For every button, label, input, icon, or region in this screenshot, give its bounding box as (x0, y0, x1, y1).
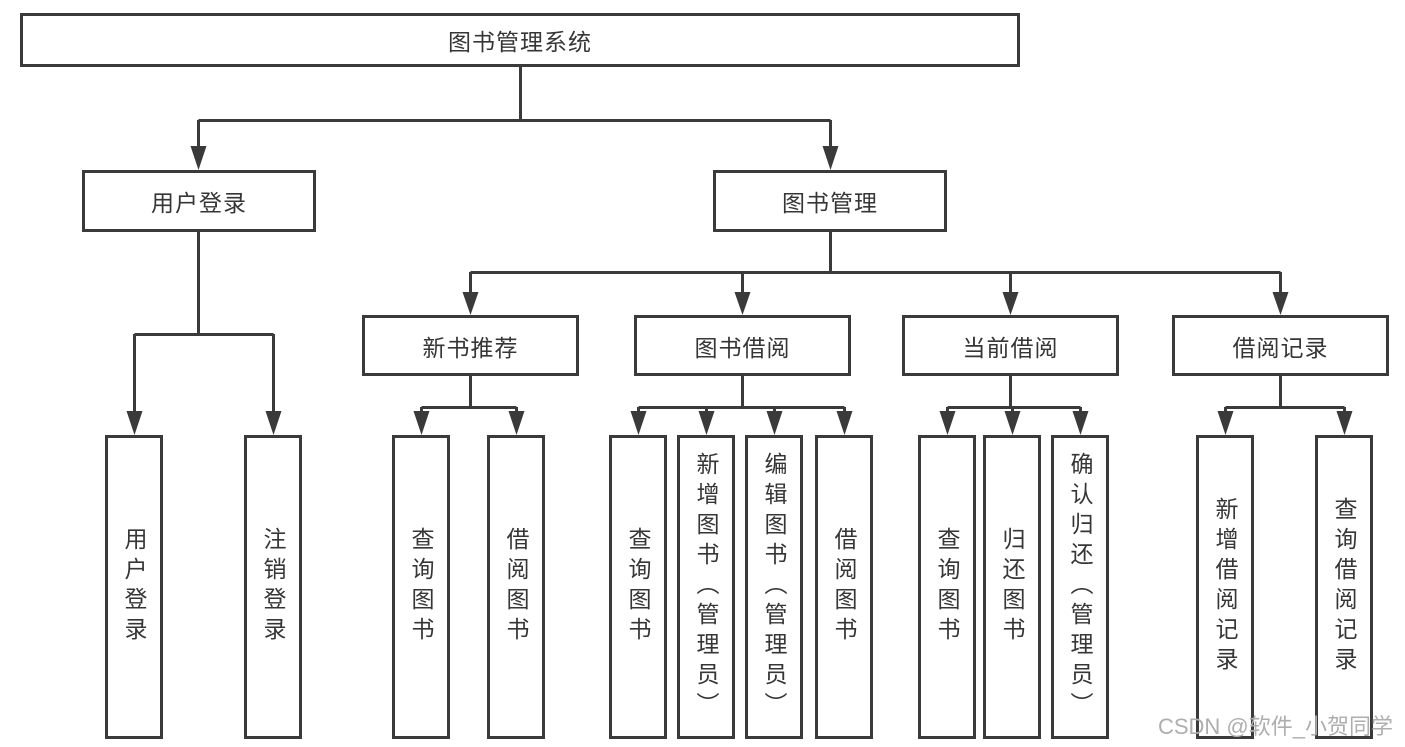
connector-current-borrow-to-leaves (939, 373, 1089, 435)
node-book-borrowing: 图书借阅 (634, 315, 851, 376)
leaf-query-books-3: 查询图书 (918, 435, 976, 739)
connector-new-books-to-leaves (413, 373, 525, 435)
connector-book-borrow-to-leaves (630, 373, 853, 435)
node-book-management: 图书管理 (713, 170, 947, 232)
connector-borrow-records-to-leaves (1217, 373, 1353, 435)
node-root-system: 图书管理系统 (20, 13, 1020, 67)
leaf-borrow-books-1: 借阅图书 (487, 435, 545, 739)
leaf-logout: 注销登录 (244, 435, 302, 739)
leaf-edit-books-admin: 编辑图书（管理员） (745, 435, 803, 739)
leaf-borrow-books-2: 借阅图书 (815, 435, 873, 739)
connector-book-mgmt-to-modules (462, 229, 1289, 315)
leaf-query-books-1: 查询图书 (392, 435, 450, 739)
leaf-user-login: 用户登录 (105, 435, 163, 739)
leaf-add-borrow-record: 新增借阅记录 (1196, 435, 1254, 739)
leaf-confirm-return-admin: 确认归还（管理员） (1051, 435, 1109, 739)
connector-user-login-to-leaves (126, 229, 282, 435)
leaf-query-borrow-record: 查询借阅记录 (1315, 435, 1373, 739)
connector-root-to-branches (190, 65, 839, 170)
node-borrowing-records: 借阅记录 (1172, 315, 1389, 376)
leaf-return-books: 归还图书 (983, 435, 1041, 739)
csdn-watermark: CSDN @软件_小贺同学 (1157, 714, 1393, 739)
leaf-add-books-admin: 新增图书（管理员） (677, 435, 735, 739)
node-current-borrowing: 当前借阅 (902, 315, 1119, 376)
node-new-book-recommend: 新书推荐 (362, 315, 579, 376)
node-user-login: 用户登录 (82, 170, 316, 232)
leaf-query-books-2: 查询图书 (609, 435, 667, 739)
